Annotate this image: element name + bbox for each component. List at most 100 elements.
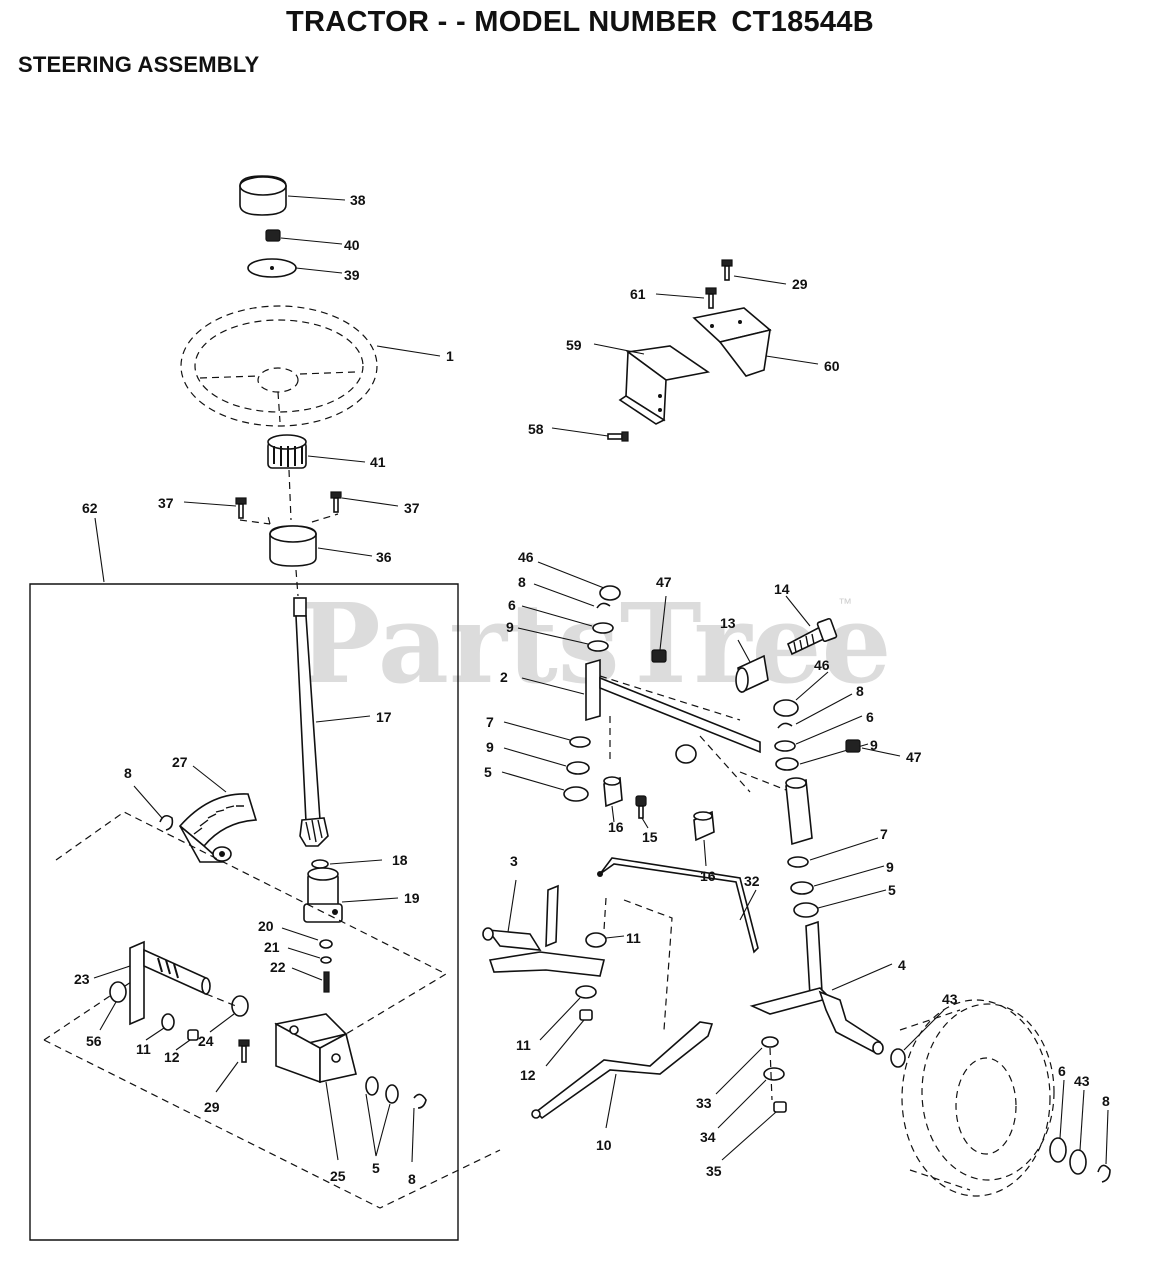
cap-46-left [599, 585, 621, 601]
washer-18 [311, 859, 329, 869]
washer-39 [247, 258, 297, 278]
callout-56: 56 [86, 1033, 102, 1049]
callout-11a: 11 [136, 1041, 151, 1057]
washer-43-outer [1069, 1149, 1087, 1175]
title-text: TRACTOR - - MODEL NUMBER [285, 6, 718, 38]
callout-13: 13 [720, 615, 736, 631]
callout-6b: 6 [866, 709, 874, 725]
bolt-47-left [651, 649, 667, 663]
washer-5a [365, 1076, 379, 1096]
screw-22 [323, 971, 330, 993]
steering-shaft-17 [293, 597, 329, 847]
model-number: CT18544B [731, 6, 875, 38]
screw-37-right [330, 491, 342, 513]
bushing-13 [735, 654, 769, 694]
washer-6-hub [1049, 1137, 1067, 1163]
hub-41 [267, 434, 307, 469]
pivot-bracket-23 [129, 940, 211, 1026]
bolt-29-top [721, 259, 733, 281]
callout-36: 36 [376, 549, 392, 565]
bolt-29 [238, 1039, 250, 1063]
callout-27: 27 [172, 754, 188, 770]
callout-29a: 29 [792, 276, 808, 292]
callout-12a: 12 [164, 1049, 180, 1065]
cap-46-right [773, 699, 799, 717]
washer-5-left [563, 786, 589, 802]
clip-8-left [596, 602, 611, 609]
bushing-24 [231, 995, 249, 1017]
callout-47a: 47 [656, 574, 672, 590]
callout-8d: 8 [856, 683, 864, 699]
washer-5-right [793, 902, 819, 918]
callout-12b: 12 [520, 1067, 536, 1083]
callout-20: 20 [258, 918, 274, 934]
right-pivot-tube [739, 771, 813, 846]
bracket-59 [618, 345, 711, 425]
callout-9a: 9 [506, 619, 514, 635]
washer-6-right [774, 740, 796, 752]
callout-59: 59 [566, 337, 582, 353]
nut-12b [579, 1009, 593, 1021]
callout-34: 34 [700, 1129, 716, 1145]
screw-37-left [235, 497, 247, 519]
callout-6a: 6 [508, 597, 516, 613]
callout-41: 41 [370, 454, 386, 470]
column-cover-36 [269, 525, 317, 567]
bolt-61 [705, 287, 717, 309]
callout-37b: 37 [404, 500, 420, 516]
steering-cap [239, 175, 287, 216]
callout-10: 10 [596, 1137, 612, 1153]
washer-11b [575, 985, 597, 999]
washer-11 [161, 1013, 175, 1031]
clip-8-lower [413, 1093, 427, 1109]
sector-gear-27 [178, 793, 258, 863]
washer-11-axle [585, 932, 607, 948]
bracket-60 [692, 307, 772, 377]
callout-8a: 8 [124, 765, 132, 781]
callout-21: 21 [264, 939, 280, 955]
mount-plate-25 [274, 1013, 357, 1084]
callout-5c: 5 [888, 882, 896, 898]
drag-link-32 [597, 857, 759, 954]
bolt-47-right [845, 739, 861, 753]
watermark-tm: ™ [838, 595, 852, 611]
callout-16a: 16 [608, 819, 624, 835]
clip-8 [159, 814, 174, 831]
callout-9b: 9 [486, 739, 494, 755]
callout-32: 32 [744, 873, 760, 889]
callout-40: 40 [344, 237, 360, 253]
section-title: STEERING ASSEMBLY [18, 52, 260, 77]
callout-11b: 11 [626, 930, 641, 946]
callout-17: 17 [376, 709, 392, 725]
callout-5a: 5 [372, 1160, 380, 1176]
washer-56 [109, 981, 127, 1003]
callout-46b: 46 [814, 657, 830, 673]
washer-43-inner [890, 1048, 906, 1068]
callout-7a: 7 [486, 714, 494, 730]
fitting-15 [635, 795, 647, 819]
front-wheel [899, 999, 1055, 1197]
pinion-block-19 [303, 867, 343, 923]
callout-6c: 6 [1058, 1063, 1066, 1079]
tie-rod-10 [531, 1021, 714, 1120]
nut-12 [187, 1029, 199, 1041]
callout-38: 38 [350, 192, 366, 208]
callout-5b: 5 [484, 764, 492, 780]
callout-47b: 47 [906, 749, 922, 765]
washer-33 [761, 1036, 779, 1048]
callout-8e: 8 [1102, 1093, 1110, 1109]
callout-61: 61 [630, 286, 646, 302]
callout-24: 24 [198, 1033, 214, 1049]
washer-9-left [587, 640, 609, 652]
washer-9d-right [790, 881, 814, 895]
callout-43a: 43 [942, 991, 958, 1007]
washer-7-right [787, 856, 809, 868]
bolt-58 [607, 431, 629, 442]
callout-11c: 11 [516, 1037, 531, 1053]
callout-35: 35 [706, 1163, 722, 1179]
washer-5b [385, 1084, 399, 1104]
callout-8c: 8 [518, 574, 526, 590]
callout-18: 18 [392, 852, 408, 868]
callout-37a: 37 [158, 495, 174, 511]
